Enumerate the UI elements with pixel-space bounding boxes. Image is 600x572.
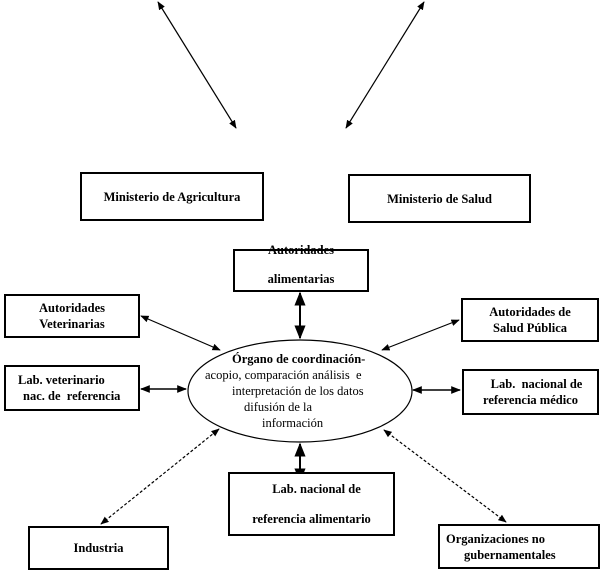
node-label: Ministerio de Agricultura	[103, 189, 241, 204]
node-label: Lab. nacional de	[272, 482, 361, 496]
edge-industria	[100, 428, 220, 525]
node-label: Autoridades de	[489, 305, 571, 319]
node-lab-medico[interactable]: Lab. nacional de referencia médico	[462, 369, 599, 415]
organo-line: difusión de la	[244, 400, 313, 414]
node-label: nac. de referencia	[23, 389, 121, 403]
node-industria[interactable]: Industria	[28, 526, 169, 570]
node-autoridades-salud-publica[interactable]: Autoridades de Salud Pública	[461, 298, 599, 342]
edge-autoridades-salud-publica	[381, 319, 460, 351]
node-ministerio-agricultura[interactable]: Ministerio de Agricultura	[80, 172, 264, 221]
edge-ministerio-agricultura	[157, 1, 237, 129]
organo-line: interpretación de los datos	[232, 384, 364, 398]
node-lab-veterinario[interactable]: Lab. veterinario nac. de referencia	[4, 365, 140, 411]
organo-coordinacion-ellipse[interactable]	[187, 339, 413, 443]
node-ministerio-salud[interactable]: Ministerio de Salud	[348, 174, 531, 223]
organo-line: información	[262, 416, 324, 430]
node-label: gubernamentales	[464, 547, 556, 562]
organo-line: acopio, comparación análisis e	[205, 368, 362, 382]
node-label: Salud Pública	[493, 321, 567, 335]
node-label: referencia médico	[483, 393, 578, 407]
node-label: Autoridades	[39, 301, 105, 315]
edge-ong	[383, 429, 507, 523]
edge-autoridades-veterinarias	[140, 315, 221, 351]
node-label: Autoridades	[268, 243, 334, 257]
node-label: Lab. nacional de	[490, 377, 583, 391]
node-label: Organizaciones no	[446, 531, 545, 546]
node-label: Veterinarias	[39, 317, 105, 331]
node-label: referencia alimentario	[252, 512, 371, 526]
edge-ministerio-salud	[345, 1, 425, 129]
node-autoridades-veterinarias[interactable]: Autoridades Veterinarias	[4, 294, 140, 338]
node-label: Industria	[73, 541, 124, 555]
node-ong[interactable]: Organizaciones no gubernamentales	[438, 524, 600, 569]
node-lab-alimentario[interactable]: Lab. nacional de referencia alimentario	[228, 472, 395, 536]
node-label: Ministerio de Salud	[387, 191, 492, 206]
node-label: alimentarias	[267, 272, 335, 286]
node-autoridades-alimentarias[interactable]: Autoridades alimentarias	[233, 243, 369, 292]
node-label: Lab. veterinario	[18, 373, 105, 387]
organo-title: Órgano de coordinación-	[232, 352, 366, 366]
